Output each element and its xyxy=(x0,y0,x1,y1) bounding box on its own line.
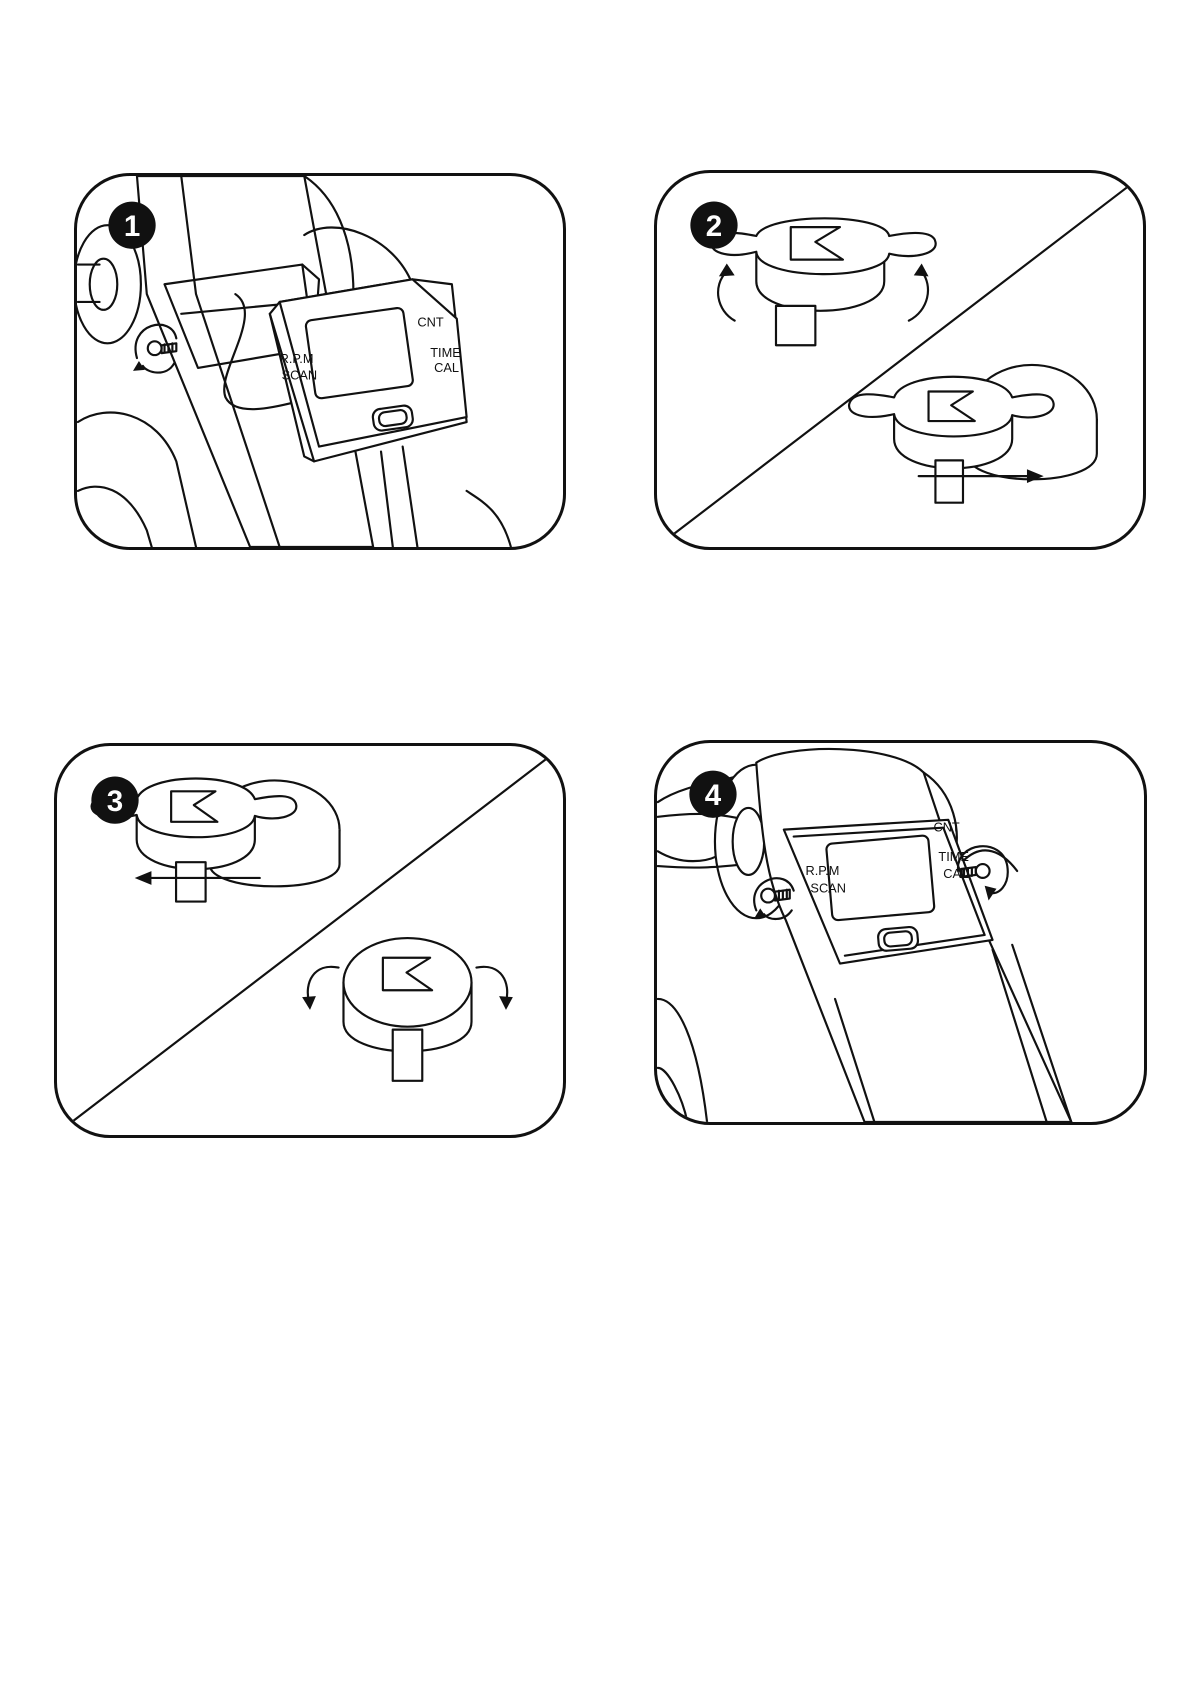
step-2-illustration: 2 xyxy=(657,173,1143,547)
step-1-illustration: CNT R.P.M SCAN TIME CAL 1 xyxy=(77,176,563,547)
step-number-badge: 1 xyxy=(108,202,155,249)
cnt-label: CNT xyxy=(933,820,959,835)
step-3-panel: 3 xyxy=(54,743,566,1138)
step-2-panel: 2 xyxy=(654,170,1146,550)
step-4-illustration: CNT R.P.M SCAN TIME CAL 4 xyxy=(657,743,1144,1122)
sensor-cap-bottom xyxy=(343,938,471,1081)
svg-text:3: 3 xyxy=(107,785,123,818)
scan-label: SCAN xyxy=(282,368,318,383)
svg-text:2: 2 xyxy=(706,210,722,243)
scan-label: SCAN xyxy=(810,881,846,896)
step-1-panel: CNT R.P.M SCAN TIME CAL 1 xyxy=(74,173,566,550)
rpm-label: R.P.M xyxy=(280,351,314,366)
step-number-badge: 2 xyxy=(690,202,737,249)
time-label: TIME xyxy=(938,849,969,864)
step-number-badge: 3 xyxy=(91,777,138,824)
step-3-illustration: 3 xyxy=(57,746,563,1135)
cal-label: CAL xyxy=(434,360,459,375)
svg-text:1: 1 xyxy=(124,210,140,243)
sensor-magnet-bottom xyxy=(849,365,1097,503)
cnt-label: CNT xyxy=(417,315,443,330)
rpm-label: R.P.M xyxy=(806,863,840,878)
sensor-cap-top xyxy=(711,218,935,345)
time-label: TIME xyxy=(430,345,461,360)
step-number-badge: 4 xyxy=(689,771,736,818)
step-4-panel: CNT R.P.M SCAN TIME CAL 4 xyxy=(654,740,1147,1125)
svg-text:4: 4 xyxy=(705,779,722,812)
